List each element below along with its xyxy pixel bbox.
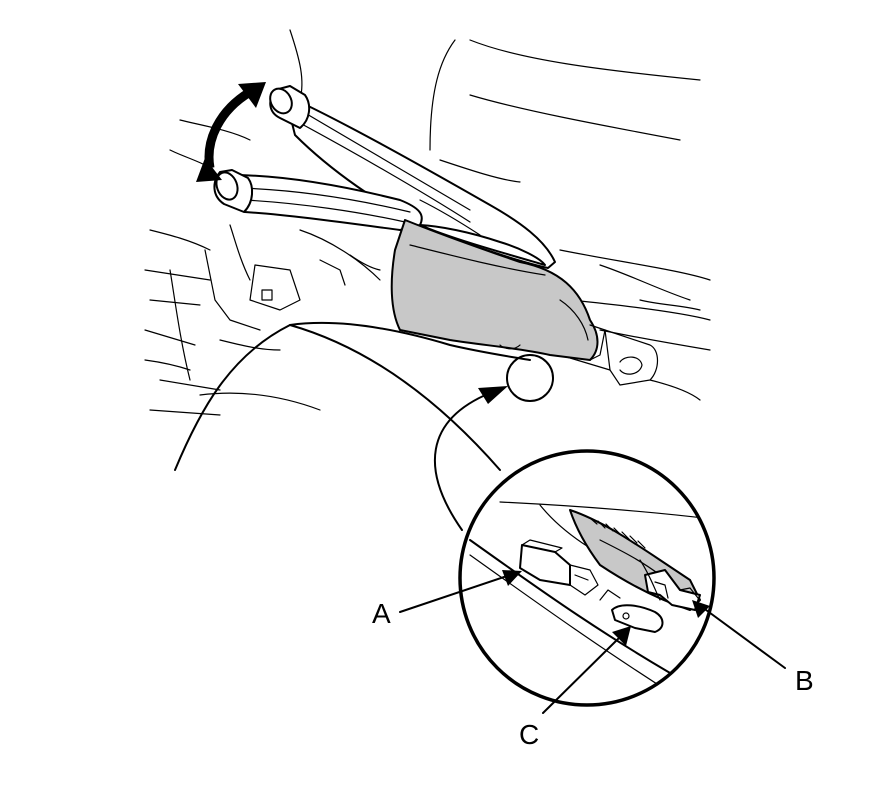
- leader-a: [399, 570, 522, 613]
- detail-location-circle: [506, 354, 554, 402]
- brake-lever-raised: [269, 85, 556, 269]
- callout-label-a: A: [372, 598, 391, 629]
- leader-b: [692, 600, 786, 669]
- callout-label-b: B: [795, 665, 814, 696]
- lever-movement-arrow: [196, 82, 266, 182]
- detail-reference-arrow: [433, 386, 508, 531]
- console-background-lines: [144, 29, 711, 416]
- console-trim: [174, 321, 531, 471]
- leader-c: [542, 626, 631, 714]
- lever-housing: [390, 219, 606, 361]
- brake-lever-lowered: [213, 169, 423, 231]
- detail-magnified-view: [458, 449, 716, 707]
- callout-label-c: C: [519, 719, 539, 750]
